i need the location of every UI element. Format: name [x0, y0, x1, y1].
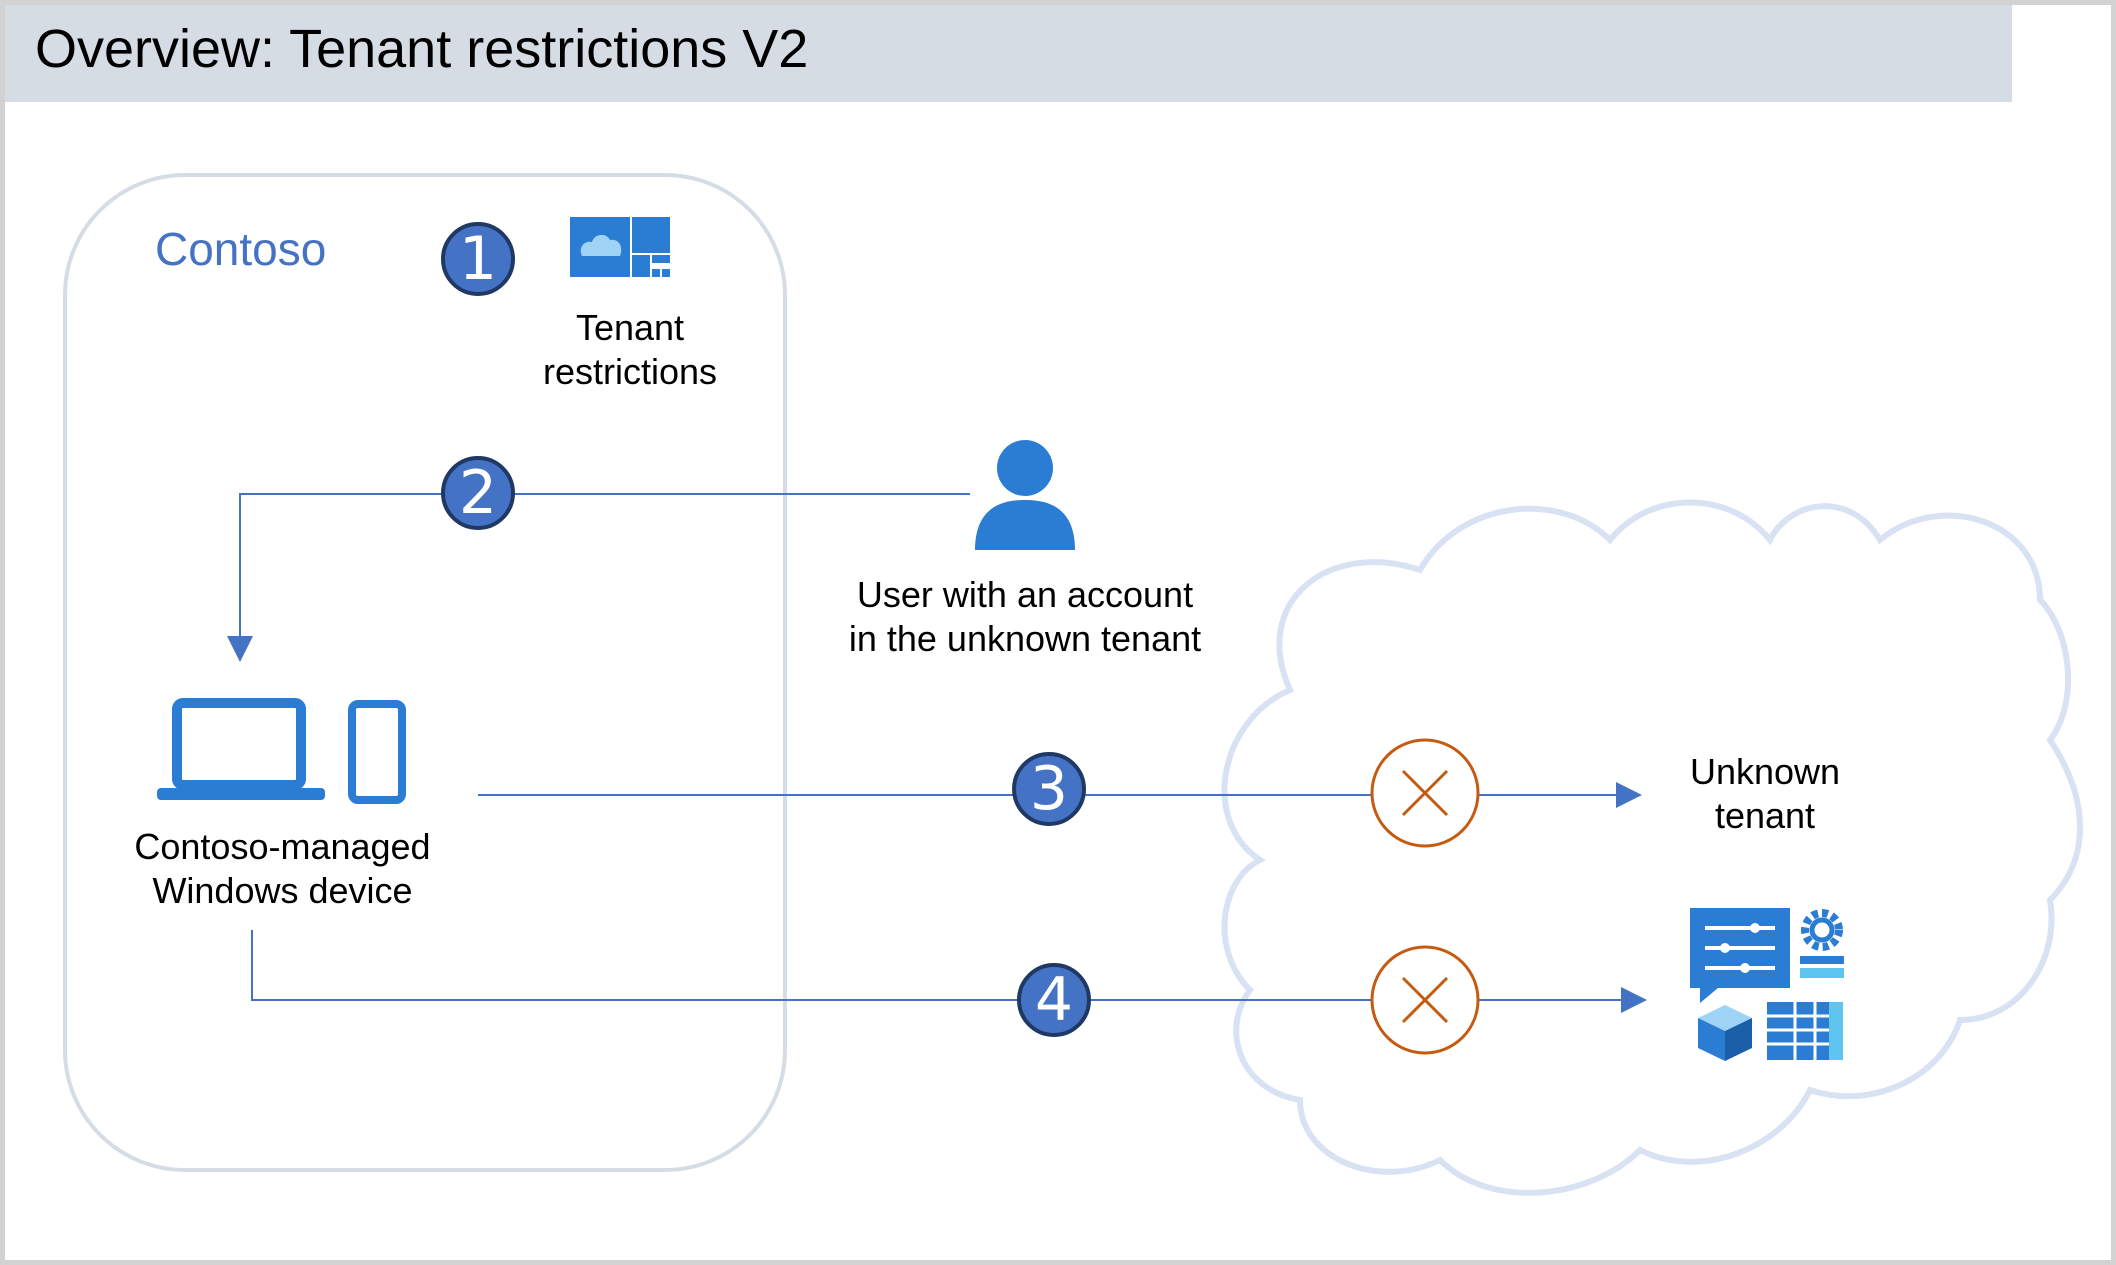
user-label-line-1: User with an account — [856, 574, 1194, 615]
device-label-line-1: Contoso-managed — [134, 826, 431, 867]
page-title: Overview: Tenant restrictions V2 — [35, 19, 809, 79]
contoso-boundary — [63, 173, 787, 1172]
org-label: Contoso — [155, 223, 327, 275]
tenant-apps-icon — [1690, 908, 1844, 1061]
user-label-line-2: in the unknown tenant — [848, 618, 1202, 659]
connector-step-2 — [227, 493, 970, 662]
device-label-line-2: Windows device — [152, 870, 413, 911]
user-icon — [975, 440, 1075, 550]
tenant-restrictions-label: Tenant restrictions — [520, 306, 740, 394]
step-1-marker: 1 — [441, 222, 515, 296]
step-2-marker: 2 — [441, 456, 515, 530]
cloud-icon — [1221, 499, 2083, 1196]
step-4-marker: 4 — [1017, 963, 1091, 1037]
tenant-restrictions-line-2: restrictions — [542, 351, 718, 392]
step-3-marker: 3 — [1012, 752, 1086, 826]
unknown-tenant-line-1: Unknown — [1689, 751, 1841, 792]
unknown-tenant-line-2: tenant — [1714, 795, 1816, 836]
phone-icon — [348, 700, 406, 804]
laptop-icon — [157, 698, 325, 800]
blocked-x-icon — [1370, 945, 1480, 1055]
user-label: User with an account in the unknown tena… — [820, 573, 1230, 661]
blocked-x-icon — [1370, 738, 1480, 848]
device-label: Contoso-managed Windows device — [100, 825, 465, 913]
unknown-tenant-label: Unknown tenant — [1640, 750, 1890, 838]
title-bar — [5, 5, 2012, 102]
tenant-restrictions-line-1: Tenant — [575, 307, 685, 348]
connector-step-4 — [251, 930, 1647, 1013]
tenant-restrictions-icon — [570, 217, 670, 277]
